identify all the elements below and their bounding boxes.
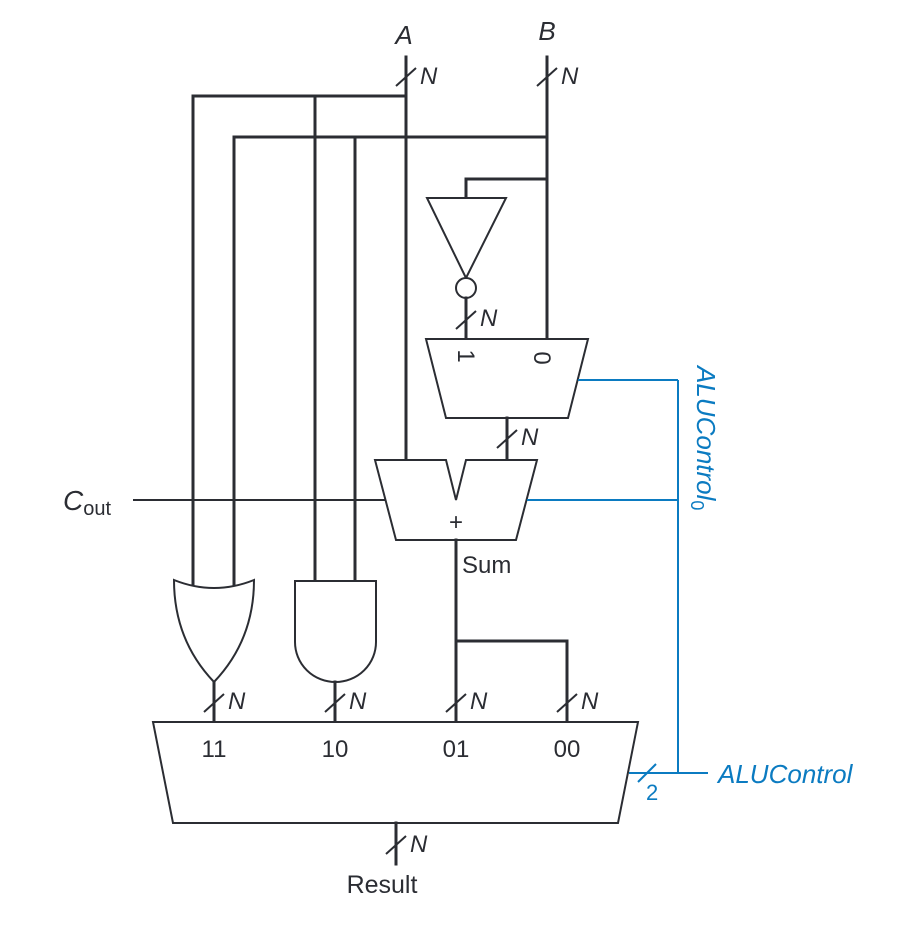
- adder-body: [373, 459, 539, 541]
- b-mux-body: [424, 338, 590, 419]
- result-mux-body: [151, 721, 640, 824]
- control-bus-label: ALUControl: [716, 759, 854, 789]
- sum-01-bus-width: N: [470, 688, 488, 715]
- b-bus-slash: [536, 67, 558, 87]
- sum-00-bus-slash: [556, 693, 578, 713]
- inverter-gate: N: [425, 197, 508, 341]
- b-bus: N: [232, 55, 579, 592]
- inverter-bubble: [455, 277, 477, 299]
- result-bus-slash: [385, 835, 407, 855]
- control-bus-width: 2: [646, 780, 658, 805]
- cout-main: C: [63, 485, 84, 516]
- result-mux-input-10: 10: [322, 736, 349, 763]
- result-mux-input-11: 11: [202, 736, 227, 763]
- alu-control: 2 ALUControl ALUControl0: [527, 364, 854, 805]
- b-mux: 1 0 N: [424, 338, 590, 462]
- and-bus-width: N: [349, 688, 367, 715]
- input-a-label: A: [393, 20, 412, 50]
- and-bus-slash: [324, 693, 346, 713]
- a-bus-slash: [395, 67, 417, 87]
- result-mux-input-00: 00: [554, 736, 581, 763]
- b-bus-width: N: [561, 63, 579, 90]
- and-gate-body: [294, 580, 377, 683]
- inverter-triangle: [425, 197, 508, 281]
- sum-00-bus-width: N: [581, 688, 599, 715]
- b-mux-input-1-label: 1: [452, 349, 479, 362]
- control-bit0-label: ALUControl0: [687, 364, 721, 510]
- b-mux-bus-slash: [496, 429, 518, 449]
- result-label: Result: [347, 871, 418, 899]
- control-bit0-subscript: 0: [687, 500, 707, 510]
- or-gate: N: [172, 578, 256, 724]
- control-bus-slash: [637, 763, 657, 783]
- adder-plus-symbol: +: [449, 509, 463, 536]
- cout-subscript: out: [83, 498, 111, 520]
- a-bus-width: N: [420, 63, 438, 90]
- control-bit0-main: ALUControl: [691, 364, 721, 502]
- inverter-bus-width: N: [480, 305, 498, 332]
- cout-label: Cout: [63, 485, 111, 520]
- inverter-bus-slash: [455, 310, 477, 330]
- adder: + Sum: [373, 459, 569, 724]
- b-mux-input-0-label: 0: [528, 351, 555, 364]
- or-bus-width: N: [228, 688, 246, 715]
- result-mux-input-01: 01: [443, 736, 470, 763]
- b-mux-bus-width: N: [521, 424, 539, 451]
- sum-label: Sum: [462, 552, 511, 579]
- and-gate: N: [294, 580, 377, 724]
- result-bus-width: N: [410, 831, 428, 858]
- or-bus-slash: [203, 693, 225, 713]
- input-b-label: B: [538, 16, 555, 46]
- result-mux: 11 10 01 00 N Result: [151, 721, 640, 899]
- carry-out: Cout: [63, 485, 385, 520]
- sum-01-bus-slash: [445, 693, 467, 713]
- or-gate-body: [172, 578, 256, 684]
